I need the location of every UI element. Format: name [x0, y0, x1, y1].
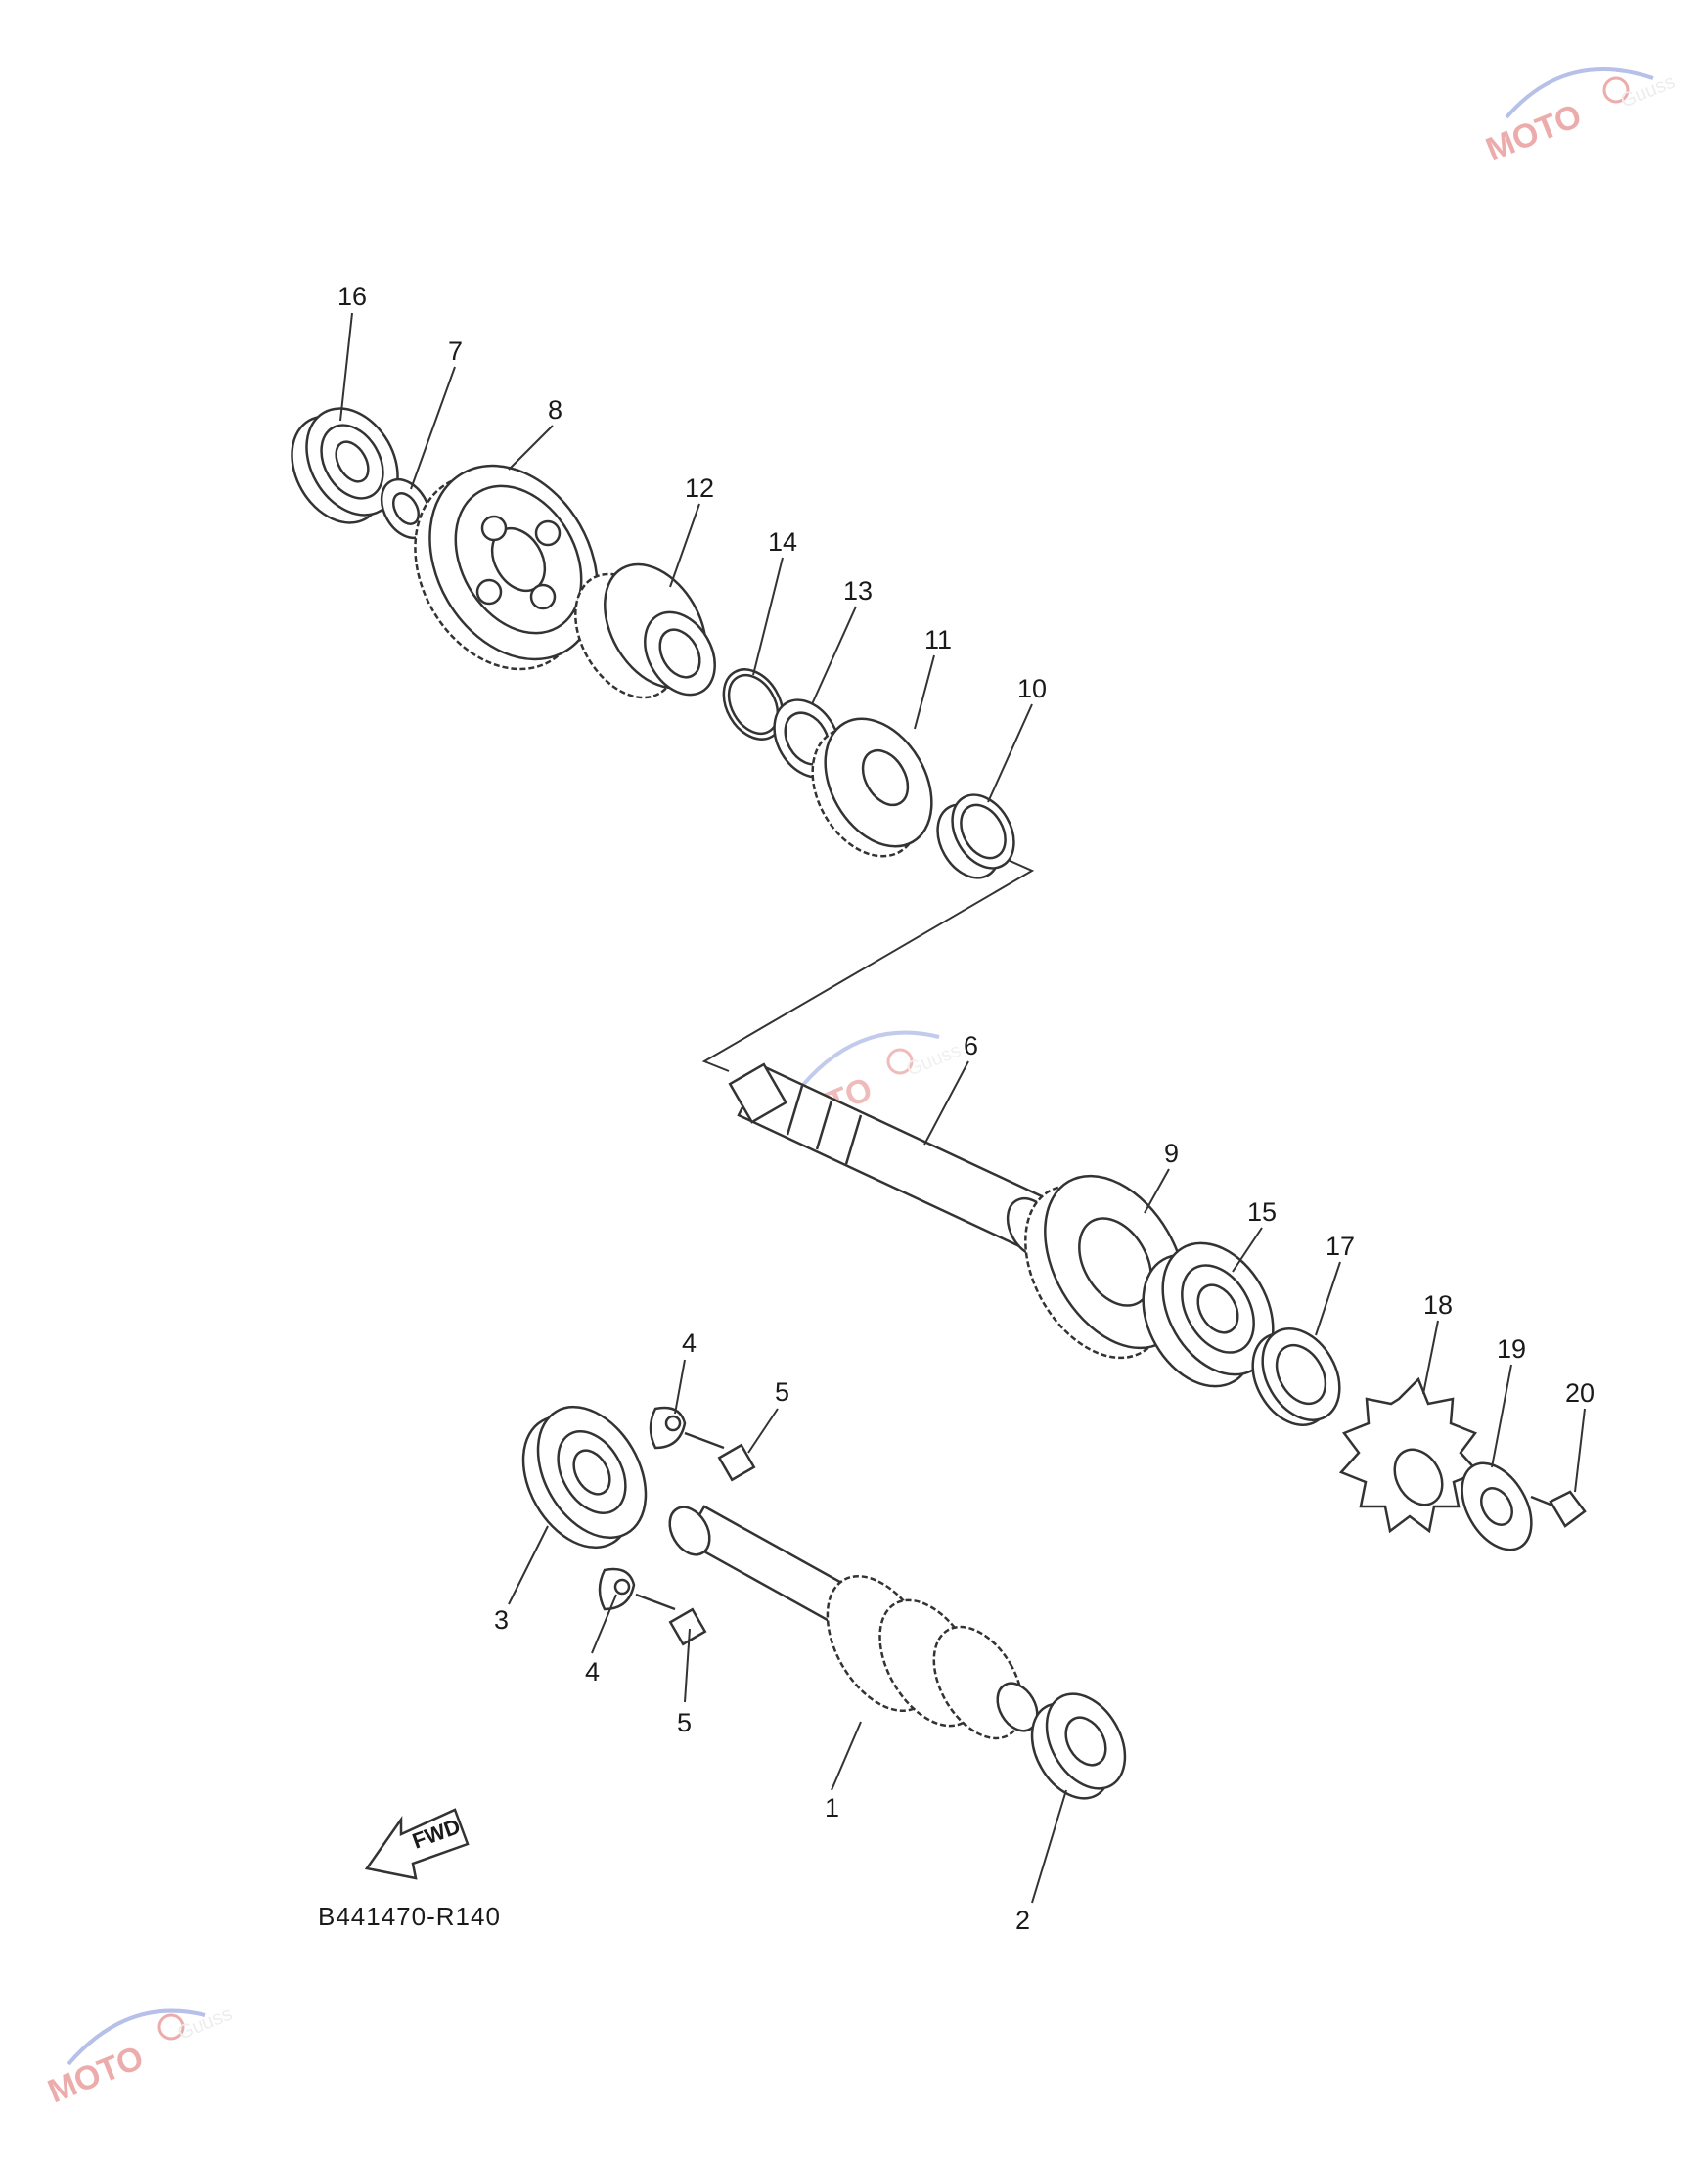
callout-12: 12: [685, 473, 714, 503]
gear-8: [414, 464, 599, 671]
plate-4-lower: [598, 1567, 636, 1611]
bushing-10: [936, 793, 1015, 879]
main-axle-1: [668, 1505, 1039, 1740]
callout-6: 6: [964, 1031, 978, 1060]
callout-16: 16: [337, 282, 367, 311]
callout-19: 19: [1497, 1334, 1526, 1364]
callout-3: 3: [494, 1605, 509, 1635]
callout-5-lower: 5: [677, 1708, 692, 1737]
callout-4-lower: 4: [585, 1657, 600, 1686]
bearing-16: [291, 407, 399, 524]
gear-12: [574, 562, 716, 699]
bearing-2: [1030, 1692, 1127, 1800]
callout-2: 2: [1015, 1906, 1030, 1935]
circlip-14: [722, 668, 785, 741]
callout-labels: 16 7 8 12 14 13 11 10 6 9 15 17 18 19 20…: [337, 282, 1595, 1935]
callout-20: 20: [1565, 1378, 1595, 1408]
callout-5-upper: 5: [775, 1377, 789, 1407]
callout-10: 10: [1017, 674, 1047, 703]
lock-washer-19: [1461, 1461, 1533, 1551]
watermark-bottom-left: MOTO Guuss: [43, 2003, 236, 2111]
bolt-5-upper: [684, 1431, 756, 1482]
drive-axle-6: [728, 1062, 1058, 1259]
callout-1: 1: [825, 1793, 839, 1822]
plate-4-upper: [649, 1406, 687, 1450]
callout-7: 7: [448, 337, 463, 366]
callout-14: 14: [768, 527, 797, 557]
svg-text:MOTO: MOTO: [43, 2039, 149, 2110]
callout-4-upper: 4: [682, 1328, 697, 1358]
svg-text:MOTO: MOTO: [1481, 97, 1587, 168]
upper-shaft-connector-line: [701, 850, 1035, 1072]
reference-code: B441470-R140: [318, 1902, 501, 1931]
watermark-top-right: MOTO Guuss: [1481, 67, 1678, 168]
callout-17: 17: [1326, 1232, 1355, 1261]
svg-text:Guuss: Guuss: [175, 2003, 236, 2045]
svg-text:Guuss: Guuss: [904, 1040, 965, 1081]
gear-11: [811, 717, 933, 858]
callout-8: 8: [548, 395, 562, 425]
callout-11: 11: [924, 625, 952, 654]
callout-18: 18: [1423, 1290, 1453, 1320]
callout-13: 13: [843, 576, 873, 606]
bolt-5-lower: [635, 1593, 707, 1646]
callout-15: 15: [1247, 1197, 1277, 1227]
oil-seal-17: [1251, 1327, 1341, 1426]
leader-lines: [339, 312, 1586, 1904]
bolt-20: [1530, 1490, 1587, 1528]
fwd-arrow-icon: FWD: [364, 1808, 470, 1880]
bearing-15: [1142, 1241, 1275, 1388]
bearing-3: [521, 1405, 648, 1550]
callout-9: 9: [1164, 1139, 1179, 1168]
sprocket-18: [1338, 1376, 1481, 1534]
